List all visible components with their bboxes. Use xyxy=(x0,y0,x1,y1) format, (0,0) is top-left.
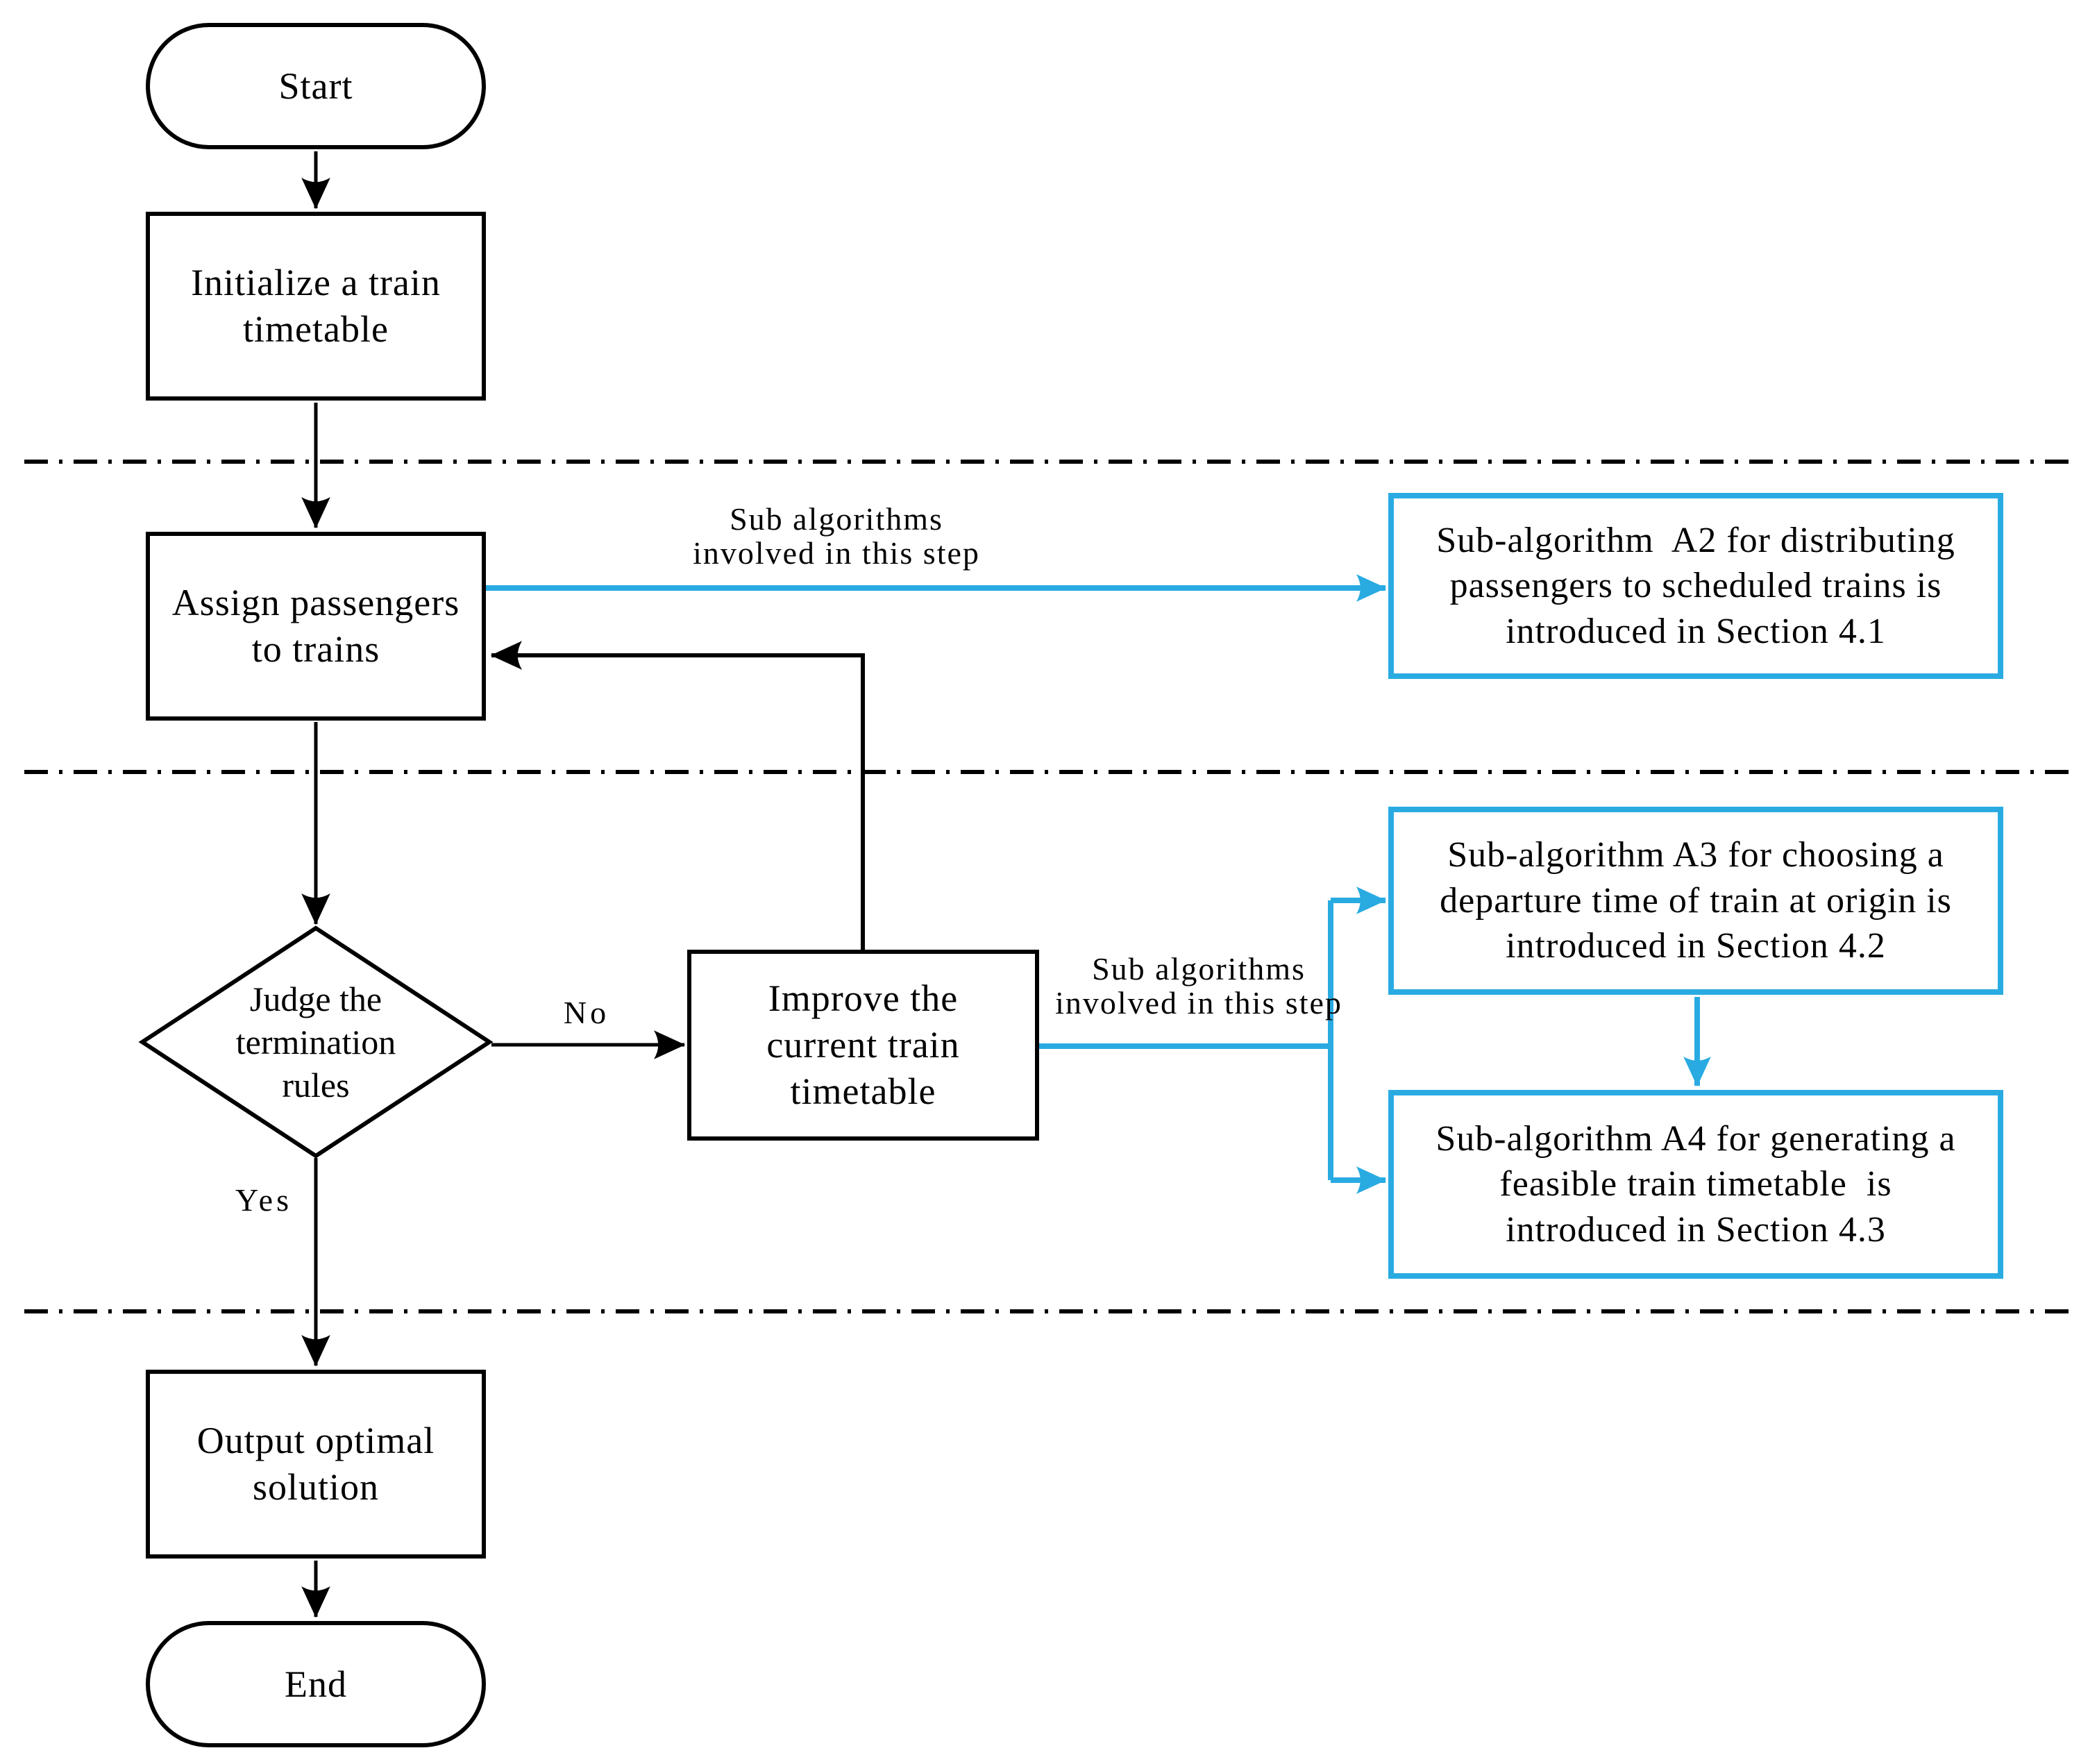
decision-diamond-shape xyxy=(138,925,494,1159)
subalgorithm-a3-label: Sub-algorithm A3 for choosing a departur… xyxy=(1440,835,1952,966)
no-edge-label: No xyxy=(563,995,610,1030)
edge-improve-trunk xyxy=(1039,900,1333,1180)
subalgorithm-a3-note: Sub-algorithm A3 for choosing a departur… xyxy=(1388,807,2003,995)
judge-termination-node: Judge the termination rules xyxy=(177,972,455,1112)
sub-algorithms-label-a3a4: Sub algorithms involved in this step xyxy=(1055,951,1342,1020)
improve-timetable-node: Improve the current train timetable xyxy=(687,950,1039,1141)
assign-passengers-label: Assign passengers to trains xyxy=(171,582,460,670)
subalgorithm-connectors xyxy=(486,574,1711,1194)
judge-termination-label: Judge the termination rules xyxy=(235,980,396,1104)
subalgorithm-a4-note: Sub-algorithm A4 for generating a feasib… xyxy=(1388,1090,2003,1279)
output-solution-label: Output optimal solution xyxy=(196,1420,435,1508)
start-node: Start xyxy=(146,23,486,149)
start-node-label: Start xyxy=(278,65,353,107)
flow-arrows xyxy=(301,151,865,1618)
subalgorithm-a4-label: Sub-algorithm A4 for generating a feasib… xyxy=(1435,1118,1956,1250)
sub-algorithms-label-a2: Sub algorithms involved in this step xyxy=(693,501,980,571)
end-node-label: End xyxy=(285,1663,347,1705)
phase-divider-lines xyxy=(24,460,2072,1313)
subalgorithm-a2-label: Sub-algorithm A2 for distributing passen… xyxy=(1436,520,1955,651)
output-solution-node: Output optimal solution xyxy=(146,1370,486,1559)
edge-improve-assign-feedback xyxy=(490,641,865,950)
initialize-timetable-label: Initialize a train timetable xyxy=(191,262,441,350)
initialize-timetable-node: Initialize a train timetable xyxy=(146,212,486,401)
subalgorithm-a2-note: Sub-algorithm A2 for distributing passen… xyxy=(1388,493,2003,679)
improve-timetable-label: Improve the current train timetable xyxy=(766,977,960,1112)
yes-edge-label: Yes xyxy=(235,1182,292,1218)
assign-passengers-node: Assign passengers to trains xyxy=(146,532,486,721)
end-node: End xyxy=(146,1621,486,1747)
